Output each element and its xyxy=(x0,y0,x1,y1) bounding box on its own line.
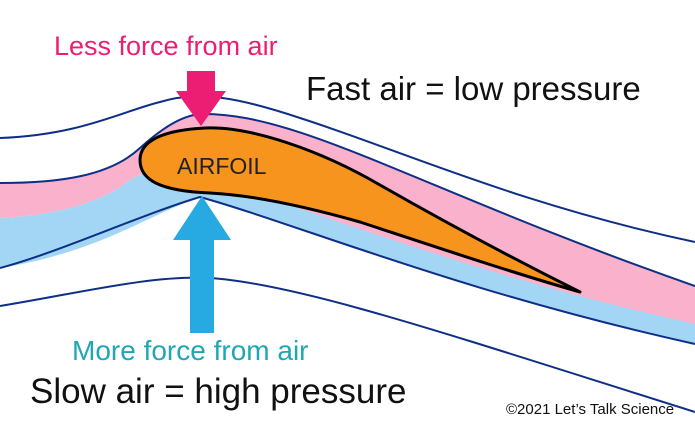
more-force-arrow-icon xyxy=(173,196,231,333)
airfoil-label: AIRFOIL xyxy=(177,155,266,178)
fast-air-label: Fast air = low pressure xyxy=(306,72,641,105)
slow-air-label: Slow air = high pressure xyxy=(30,374,406,409)
less-force-label: Less force from air xyxy=(54,33,278,60)
more-force-label: More force from air xyxy=(72,337,309,365)
copyright-label: ©2021 Let’s Talk Science xyxy=(506,402,674,417)
